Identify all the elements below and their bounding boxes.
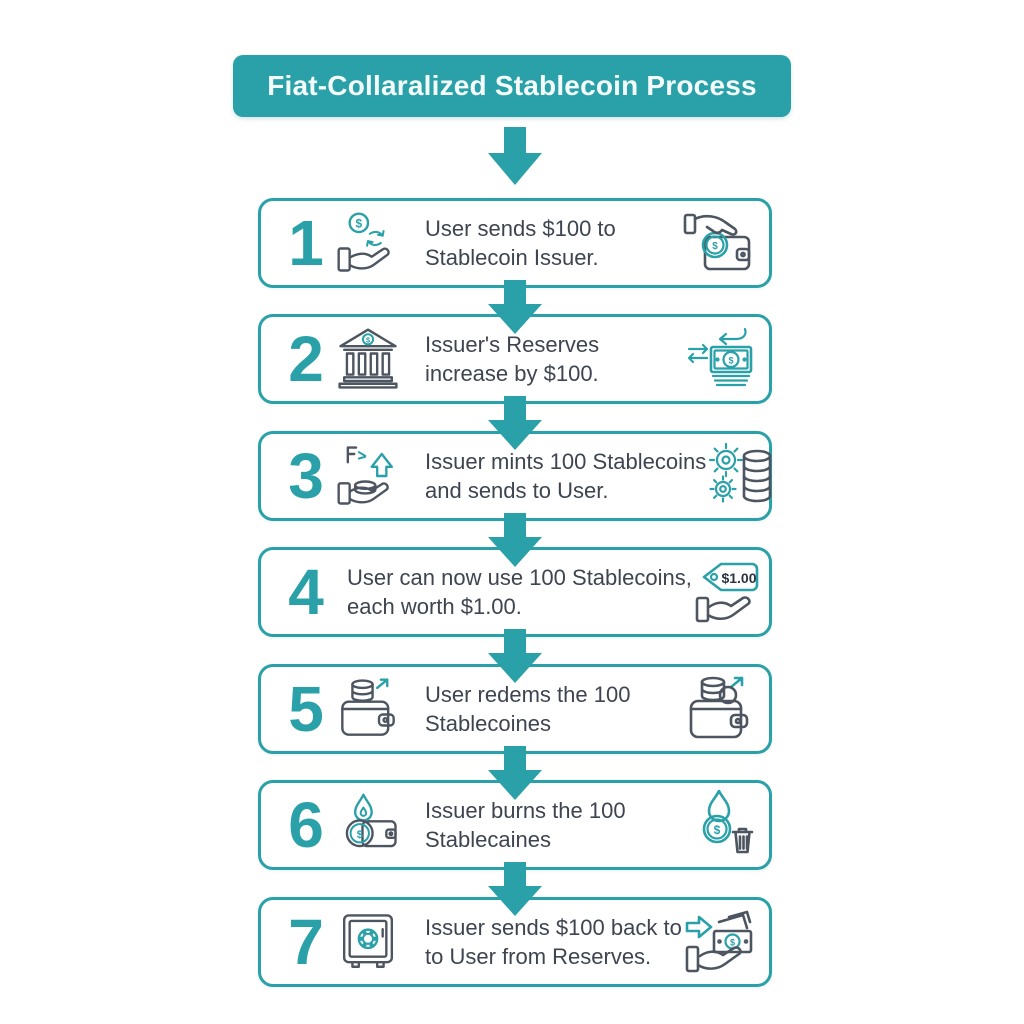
burning-coin-trash-icon: $ [702,789,754,854]
banknote-swap-arrows-icon: $ [687,327,753,387]
step-number: 6 [288,789,324,861]
wallet-coins-up-arrow-icon [689,676,749,739]
step-text: User redems the 100 Stablecoines [425,680,630,738]
dollar-glyph: $ [712,241,718,252]
hand-coin-into-wallet-icon: $ [683,213,751,271]
step-text-line1: User can now use 100 Stablecoins, [347,565,692,590]
title-banner: Fiat-Collaralized Stablecoin Process [233,55,791,117]
step-text-line1: Issuer's Reserves [425,332,600,357]
step-text-line1: User redems the 100 [425,682,631,707]
step-text: Issuer mints 100 Stablecoins and sends t… [425,447,706,505]
step-number: 7 [288,906,324,978]
flow-arrow-down-icon [488,396,542,450]
flow-arrow-down-icon [488,862,542,916]
step-text: Issuer's Reserves increase by $100. [425,330,599,388]
step-text-line1: Issuer mints 100 Stablecoins [425,449,707,474]
hand-coin-exchange-icon: $ [337,212,390,272]
flow-arrow-down-icon [488,280,542,334]
step-text: User sends $100 to Stablecoin Issuer. [425,214,616,272]
step-text-line2: Stablecaines [425,827,551,852]
step-7-box: 7 Issuer sends $100 back to to User from… [258,897,772,987]
hand-banknotes-arrow-icon: $ [685,910,753,973]
dollar-glyph: $ [730,938,735,948]
step-text: Issuer sends $100 back to to User from R… [425,913,682,971]
step-number: 3 [288,440,324,512]
dollar-glyph: $ [728,356,733,366]
step-text: Issuer burns the 100 Stablecaines [425,796,626,854]
flow-arrow-down-icon [488,746,542,800]
dollar-glyph: $ [714,823,721,837]
step-text-line1: Issuer burns the 100 [425,798,626,823]
page-title: Fiat-Collaralized Stablecoin Process [267,70,757,101]
step-text-line2: and sends to User. [425,478,609,503]
dollar-glyph: $ [366,336,370,345]
step-text-line2: Stablecoines [425,711,551,736]
bank-icon: $ [338,328,398,389]
step-text-line2: Stablecoin Issuer. [425,245,599,270]
step-text: User can now use 100 Stablecoins, each w… [347,563,692,621]
dollar-glyph: $ [356,216,363,230]
step-text-line2: each worth $1.00. [347,594,522,619]
hand-mint-coins-up-arrow-icon [337,446,394,505]
step-text-line1: User sends $100 to [425,216,616,241]
step-1-box: 1 $ User sends $100 to Stablecoin Issuer… [258,198,772,288]
price-tag-hand-icon: $1.00 [695,562,759,623]
burning-coin-wallet-icon: $ [345,793,397,848]
gears-coin-stack-icon [709,442,772,503]
flow-arrow-down-icon [488,629,542,683]
step-number: 1 [288,207,324,279]
step-text-line2: to User from Reserves. [425,944,652,969]
step-number: 5 [288,673,324,745]
step-number: 4 [288,556,324,628]
vault-icon [342,914,394,968]
wallet-coin-stack-icon [341,678,395,736]
step-text-line1: Issuer sends $100 back to [425,915,682,940]
step-number: 2 [288,323,324,395]
flow-arrow-down-icon [488,127,542,185]
dollar-glyph: $ [357,829,363,841]
price-tag-label: $1.00 [721,570,756,586]
step-text-line2: increase by $100. [425,361,599,386]
flow-arrow-down-icon [488,513,542,567]
